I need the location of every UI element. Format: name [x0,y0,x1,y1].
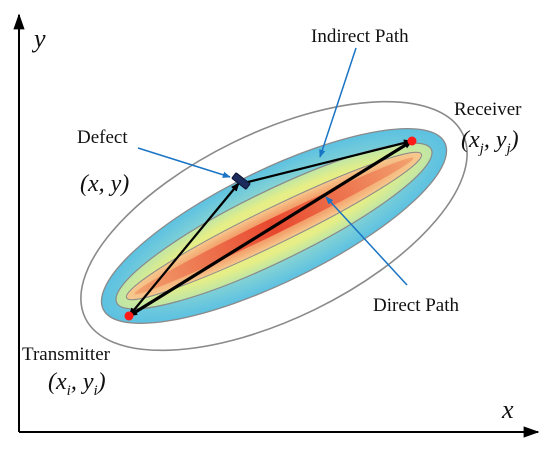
defect-receiver-arrow [243,139,413,185]
transmitter-node [124,311,134,321]
indirect-path-label: Indirect Path [311,26,409,47]
transmitter-label: Transmitter [22,344,111,365]
propagation-paths [128,139,413,318]
direct-path-label: Direct Path [373,295,460,316]
indirect-path-leader [319,47,357,158]
defect-label: Defect [77,127,128,148]
transmitter-coord-open: (x [48,369,67,395]
transmitter-coordinates: (xi, yi) [48,369,106,399]
leader-lines [137,47,408,286]
transmitter-coord-close: ) [96,369,106,395]
defect-marker [231,172,251,190]
receiver-coord-close: ) [509,127,519,153]
x-axis-label: x [501,395,514,424]
transmitter-coord-sub-x: i [67,383,71,399]
transmitter-defect-arrow [128,182,240,317]
receiver-label: Receiver [454,99,522,120]
receiver-node [407,136,417,146]
receiver-coord-sub-y: j [504,141,510,157]
y-axis-label: y [31,24,46,53]
defect-coordinates: (x, y) [80,171,129,197]
receiver-coordinates: (xj, yj) [461,127,519,157]
receiver-coord-open: (x [461,127,480,153]
receiver-coord-mid: , y [484,127,507,153]
defect-leader [137,147,231,178]
transmitter-coord-sub-y: i [93,383,97,399]
axes: y x [13,13,540,438]
direct-path-leader [325,196,408,286]
transmitter-coord-mid: , y [71,369,94,395]
receiver-coord-sub-x: j [478,141,484,157]
